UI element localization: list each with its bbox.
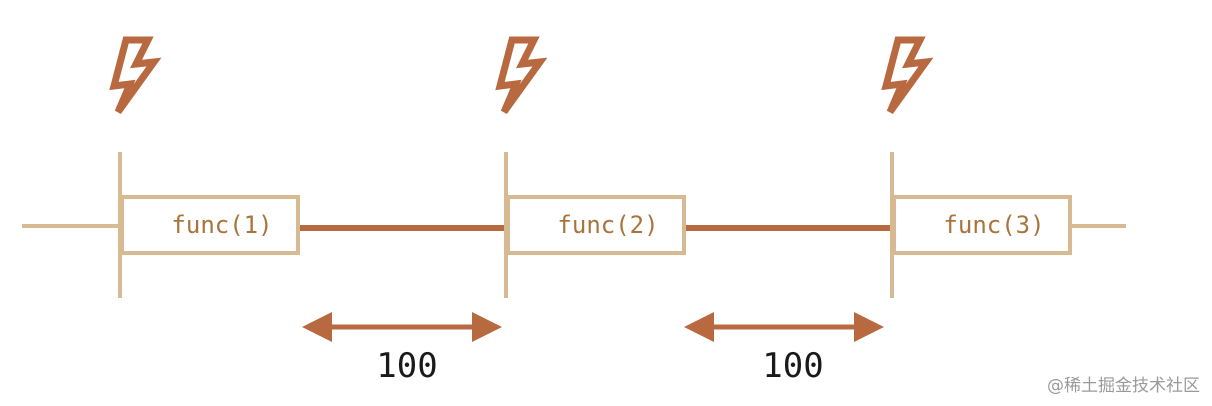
call-group-3: func(3) [886,40,1072,298]
lightning-bolt-icon [114,40,154,112]
arrow-right-icon [472,312,502,342]
watermark: @稀土掘金技术社区 [1047,376,1200,396]
call-label: func(3) [943,211,1044,239]
interval-arrow-1: 100 [302,312,502,386]
lightning-bolt-icon [886,40,926,112]
call-group-2: func(2) [500,40,686,298]
call-box [120,195,300,255]
arrow-left-icon [684,312,714,342]
call-box [506,195,686,255]
arrow-left-icon [302,312,332,342]
arrow-right-icon [854,312,884,342]
call-label: func(1) [171,211,272,239]
interval-arrow-2: 100 [684,312,884,386]
interval-label: 100 [376,346,437,386]
interval-label: 100 [762,346,823,386]
lightning-bolt-icon [500,40,540,112]
call-label: func(2) [557,211,658,239]
call-group-1: func(1) [114,40,300,298]
call-box [892,195,1072,255]
